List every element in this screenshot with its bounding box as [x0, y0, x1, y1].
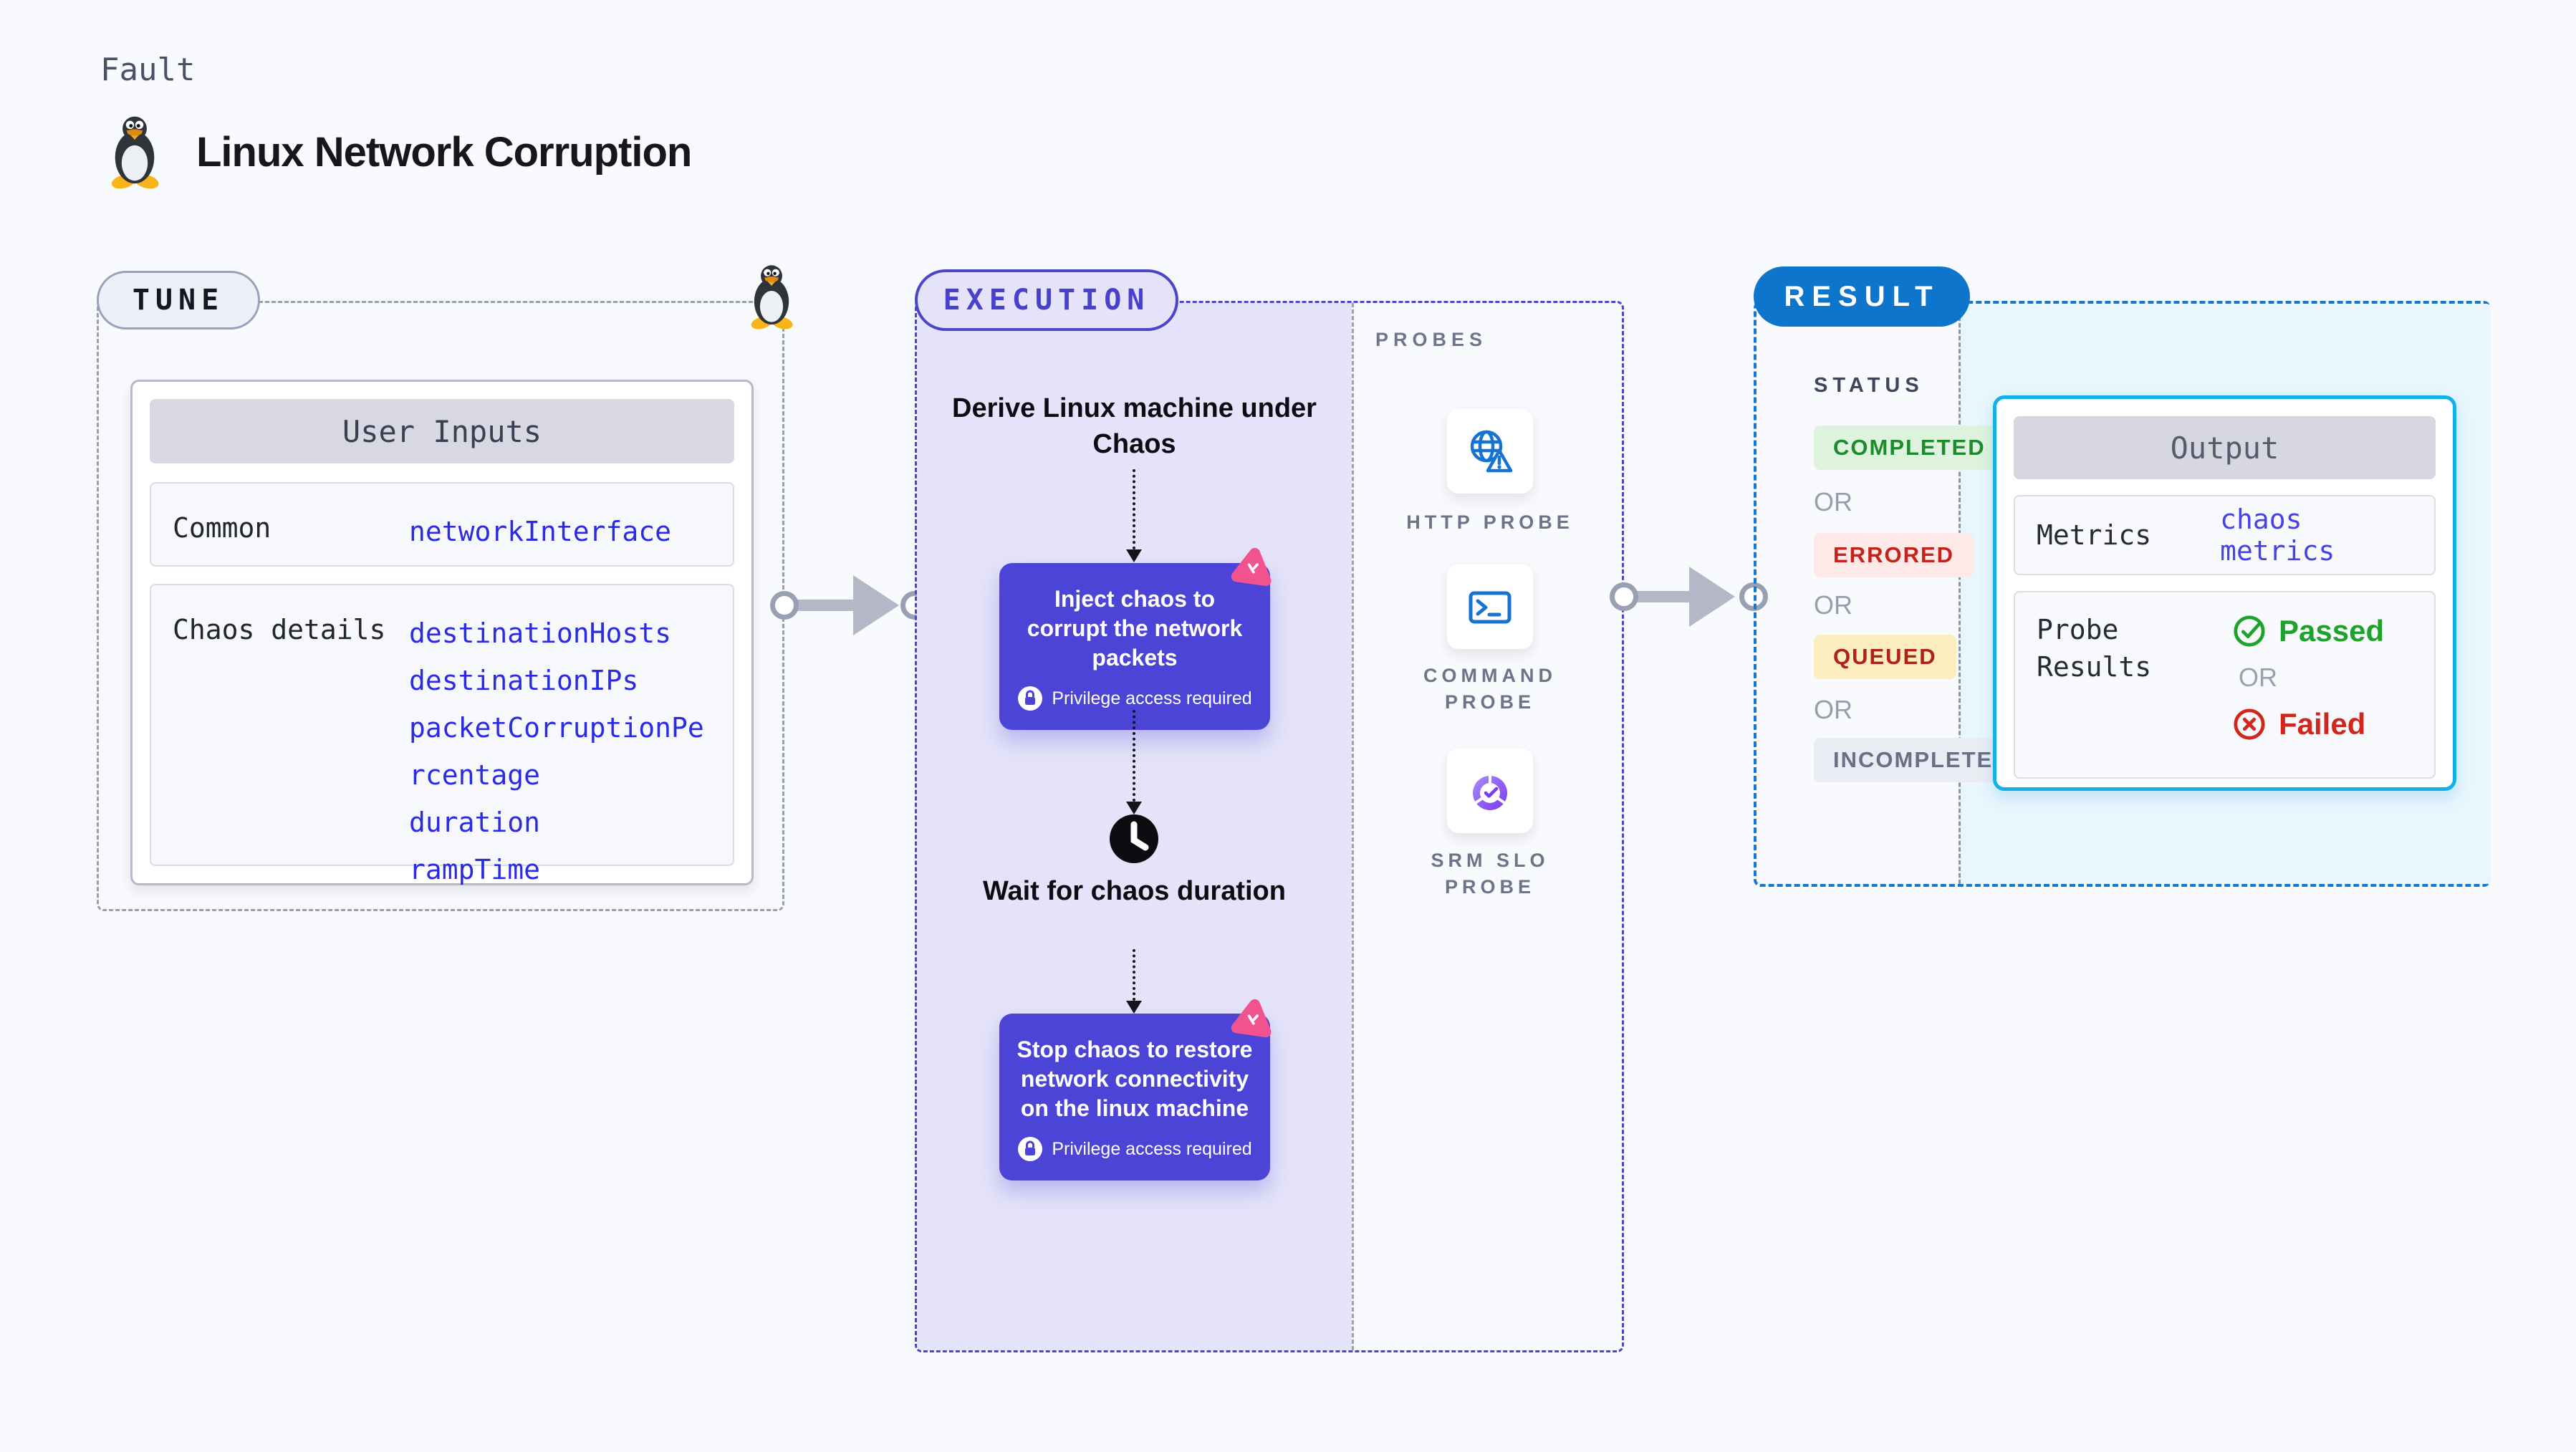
privilege-note: Privilege access required [1052, 1138, 1252, 1159]
page-title: Linux Network Corruption [196, 128, 692, 176]
status-heading: STATUS [1814, 374, 1924, 397]
status-badge-errored: ERRORED [1814, 533, 1974, 577]
metrics-label: Metrics [2037, 519, 2152, 551]
user-inputs-card: User Inputs Common networkInterface Chao… [130, 380, 754, 885]
or-label: OR [1814, 590, 1852, 620]
chaos-metrics-link[interactable]: chaos metrics [2220, 504, 2335, 567]
lock-icon [1017, 686, 1043, 711]
x-circle-icon [2233, 708, 2266, 741]
user-inputs-title: User Inputs [150, 399, 734, 463]
param-networkInterface[interactable]: networkInterface [409, 516, 672, 547]
lock-icon [1017, 1136, 1043, 1162]
failed-label: Failed [2279, 707, 2366, 741]
srm-slo-probe-card [1447, 749, 1533, 833]
chaos-spark-icon [1228, 994, 1278, 1042]
or-label: OR [2239, 663, 2277, 692]
tune-badge: TUNE [97, 271, 260, 330]
http-probe-label: HTTP PROBE [1406, 511, 1574, 533]
flow-arrowhead-icon [1126, 1001, 1142, 1014]
slo-donut-icon [1465, 766, 1515, 816]
command-probe-label: COMMAND PROBE [1423, 665, 1557, 713]
inject-chaos-label: Inject chaos to corrupt the network pack… [1027, 586, 1243, 670]
flow-arrowhead-icon [1126, 802, 1142, 814]
check-circle-icon [2233, 615, 2266, 648]
row-label-common: Common [173, 512, 271, 544]
execution-section: Derive Linux machine under Chaos Inject … [915, 301, 1624, 1352]
step-wait-duration: Wait for chaos duration [983, 876, 1286, 906]
table-row: Common networkInterface [150, 482, 734, 567]
flow-arrowhead-icon [1126, 549, 1142, 562]
output-title: Output [2014, 416, 2436, 479]
output-card: Output Metrics chaos metrics Probe Resul… [1993, 395, 2456, 791]
result-badge: RESULT [1754, 266, 1970, 327]
param-duration[interactable]: duration [409, 807, 541, 838]
param-rampTime[interactable]: rampTime [409, 854, 541, 885]
fault-kind-label: Fault [100, 52, 196, 88]
table-row: Chaos details destinationHosts destinati… [150, 584, 734, 885]
chaos-spark-icon [1228, 542, 1278, 591]
globe-alert-icon [1465, 426, 1515, 476]
terminal-icon [1465, 582, 1515, 632]
status-badge-queued: QUEUED [1814, 635, 1956, 679]
execution-probes-divider [1352, 303, 1354, 1350]
linux-tux-icon [102, 115, 168, 189]
probe-results-row: Probe Results Passed OR Failed [2014, 591, 2436, 779]
step-derive-machine: Derive Linux machine under Chaos [952, 393, 1317, 459]
privilege-note: Privilege access required [1052, 688, 1252, 708]
passed-label: Passed [2279, 614, 2385, 648]
status-badge-completed: COMPLETED [1814, 425, 2005, 470]
or-label: OR [1814, 695, 1852, 724]
stop-chaos-label: Stop chaos to restore network connectivi… [1017, 1037, 1253, 1121]
probes-heading: PROBES [1375, 329, 1488, 350]
flow-connector [1133, 949, 1135, 1001]
flow-connector [1133, 710, 1135, 802]
inject-chaos-step-card: Inject chaos to corrupt the network pack… [999, 563, 1270, 730]
execution-badge: EXECUTION [915, 269, 1178, 331]
http-probe-card [1447, 409, 1533, 494]
or-label: OR [1814, 487, 1852, 516]
row-label-chaos-details: Chaos details [173, 614, 386, 645]
status-output-divider [1959, 304, 1961, 884]
connector-dot [770, 591, 799, 620]
result-section: STATUS COMPLETED OR ERRORED OR QUEUED OR… [1754, 301, 2491, 887]
command-probe-card [1447, 564, 1533, 649]
clock-icon [1108, 813, 1160, 865]
linux-tux-icon-small [744, 264, 799, 330]
param-packetCorruptionPercentage[interactable]: packetCorruptionPercentage [409, 712, 704, 791]
page-header: Linux Network Corruption [102, 115, 692, 189]
connector-dot [1610, 582, 1638, 611]
param-destinationIPs[interactable]: destinationIPs [409, 665, 639, 696]
srm-slo-probe-label: SRM SLO PROBE [1431, 850, 1549, 898]
metrics-row: Metrics chaos metrics [2014, 495, 2436, 575]
stop-chaos-step-card: Stop chaos to restore network connectivi… [999, 1014, 1270, 1181]
probe-results-label: Probe Results [2037, 614, 2152, 683]
flow-connector [1133, 469, 1135, 549]
param-destinationHosts[interactable]: destinationHosts [409, 617, 672, 649]
